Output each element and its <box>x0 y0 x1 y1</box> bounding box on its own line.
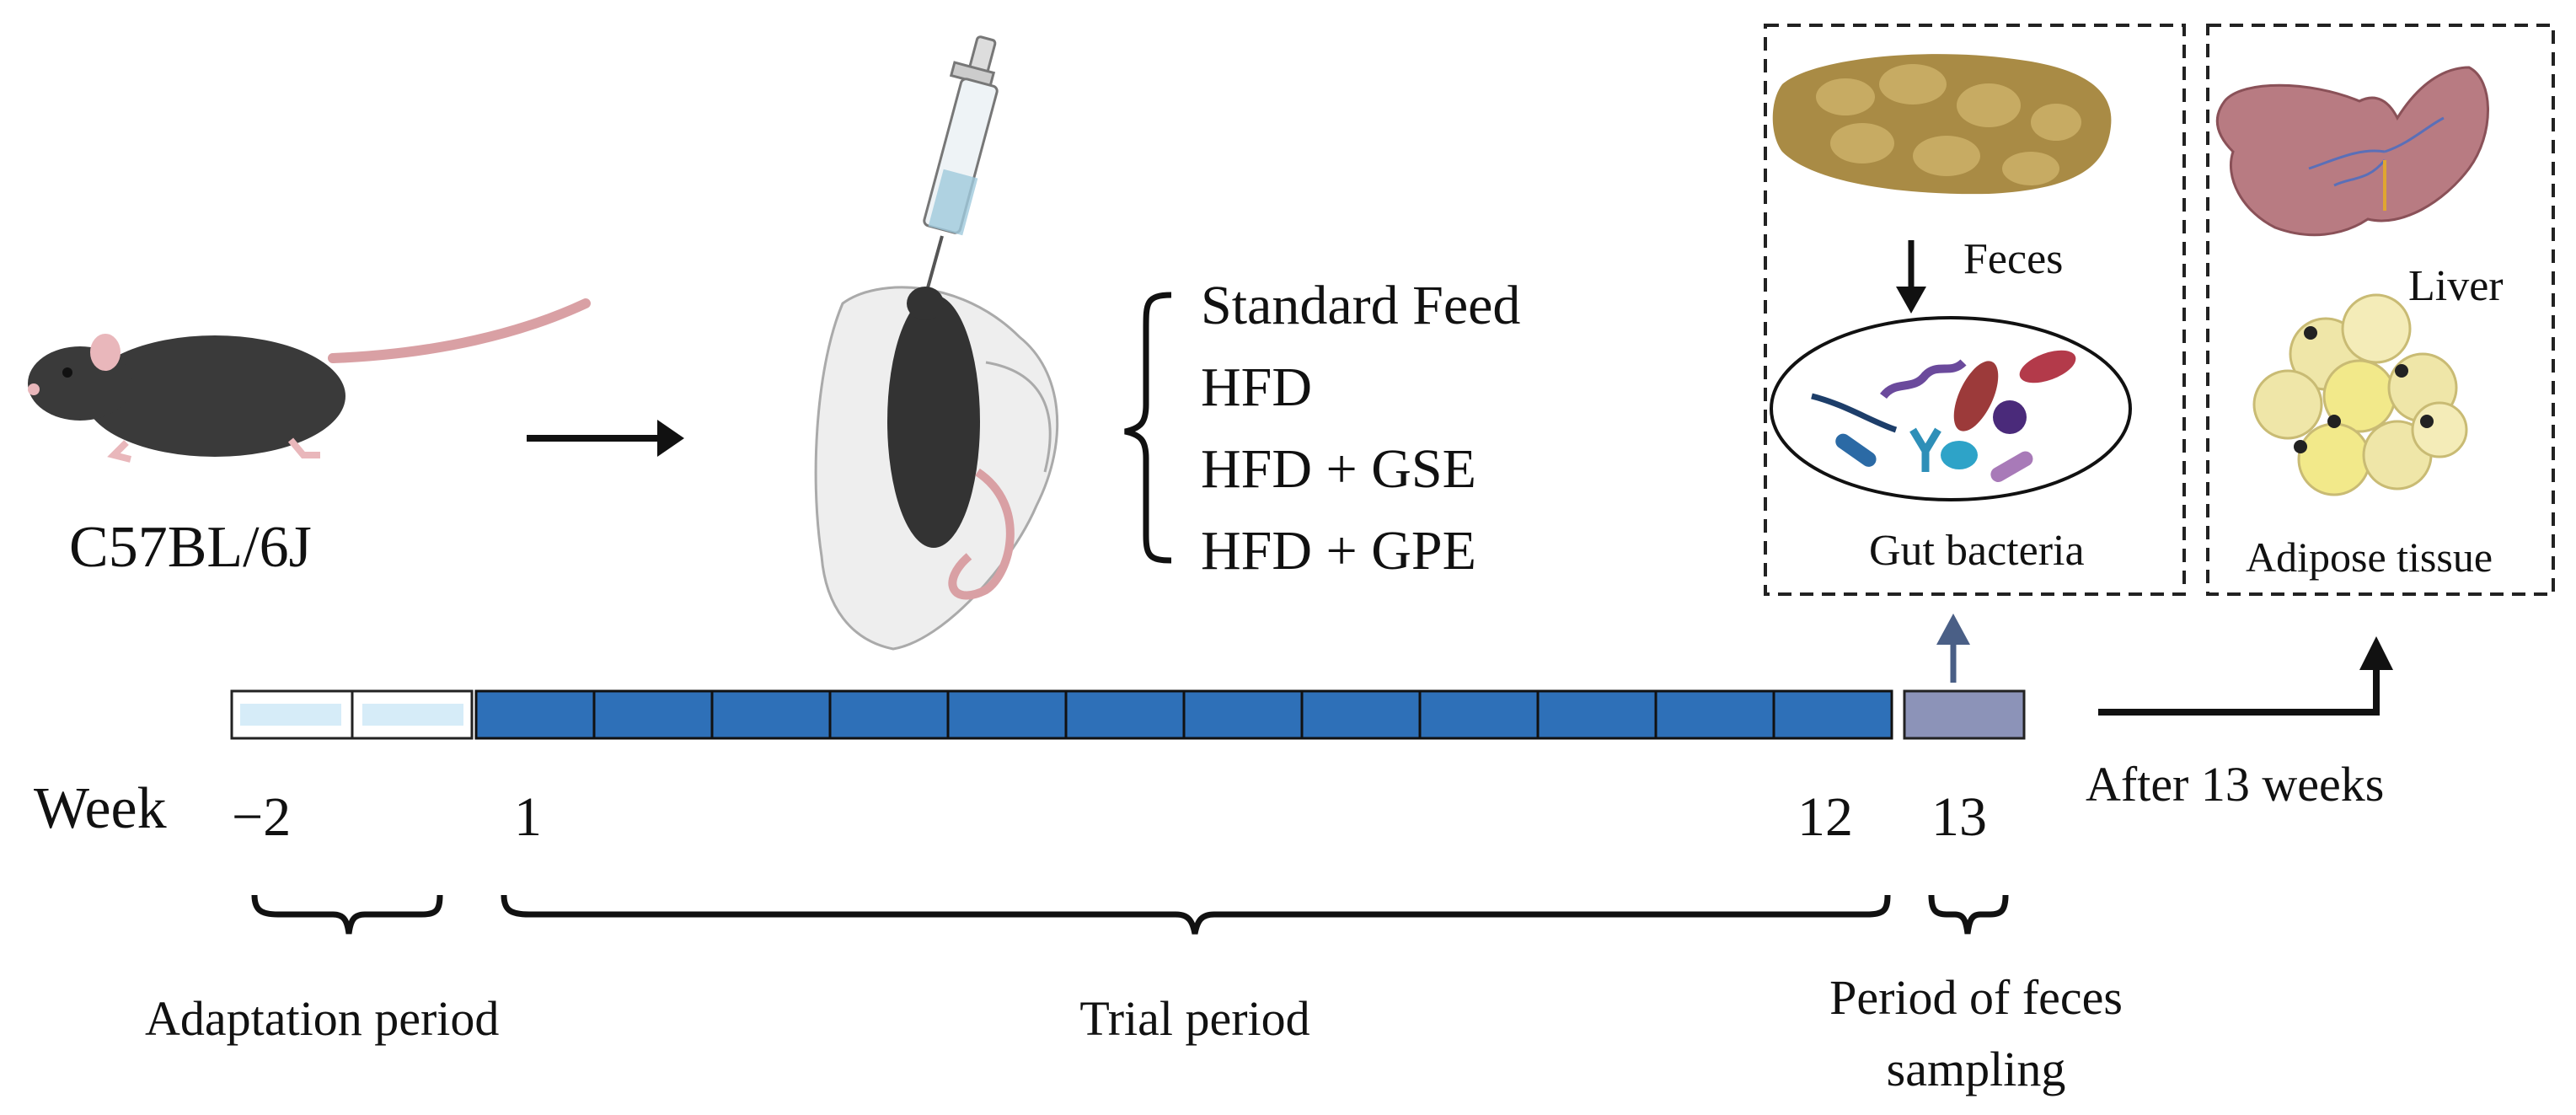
tick-minus-2: −2 <box>232 786 292 848</box>
syringe-illustration <box>923 35 999 292</box>
tick-12: 12 <box>1797 786 1853 848</box>
sampling-period-label-line2: sampling <box>1886 1042 2066 1096</box>
timeline <box>230 689 2026 740</box>
trial-period-label: Trial period <box>1079 991 1310 1046</box>
adaptation-period-label: Adaptation period <box>145 991 500 1046</box>
feces-label: Feces <box>1963 235 2064 283</box>
adaptation-fill-1 <box>240 704 341 726</box>
gut-bacteria-illustration <box>1770 316 2132 501</box>
liver-label: Liver <box>2408 262 2504 310</box>
mouse-illustration <box>28 298 591 463</box>
trial-brace <box>501 894 1891 935</box>
liver-illustration <box>2215 66 2489 237</box>
after-arrow <box>2098 666 2380 716</box>
up-arrow-sampling <box>1936 614 1970 645</box>
week-axis-label: Week <box>34 776 167 841</box>
sampling-brace <box>1928 894 2009 935</box>
tick-13: 13 <box>1931 786 1987 848</box>
adaptation-fill-2 <box>362 704 463 726</box>
diet-hfd-gse: HFD + GSE <box>1201 438 1476 500</box>
diet-standard-feed: Standard Feed <box>1201 275 1521 336</box>
adaptation-brace <box>251 894 443 935</box>
hand-with-mouse-illustration <box>814 286 1059 651</box>
diet-brace <box>1124 292 1172 564</box>
tissue-box <box>2206 24 2555 596</box>
diet-hfd: HFD <box>1201 356 1313 418</box>
diet-hfd-gpe: HFD + GPE <box>1201 520 1476 582</box>
adipose-illustration <box>2252 293 2468 496</box>
adipose-label: Adipose tissue <box>2246 533 2493 581</box>
feces-box <box>1764 24 2186 596</box>
after-13-weeks-label: After 13 weeks <box>2086 757 2385 812</box>
down-arrow <box>1896 287 1926 314</box>
mouse-strain-label: C57BL/6J <box>69 515 312 580</box>
tick-1: 1 <box>514 786 542 848</box>
sampling-period-label-line1: Period of feces <box>1829 970 2123 1025</box>
feces-illustration <box>1772 54 2112 195</box>
sampling-bar <box>1903 689 2026 740</box>
gut-bacteria-label: Gut bacteria <box>1869 527 2085 575</box>
